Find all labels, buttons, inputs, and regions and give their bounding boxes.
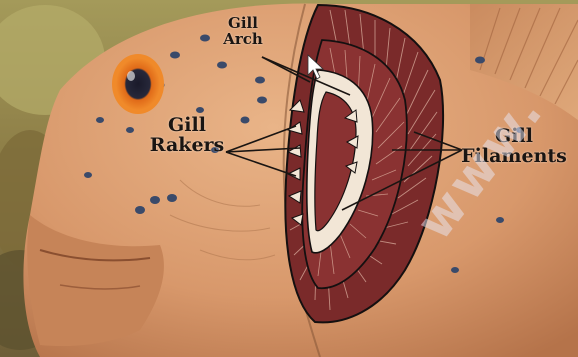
- fish-eye: [112, 54, 164, 114]
- gill-rakers-label: Gill Rakers: [144, 116, 230, 156]
- gill-rakers-label-line-2: Rakers: [144, 136, 230, 156]
- gill-rakers-label-line-1: Gill: [144, 116, 230, 136]
- gill-arch-label: Gill Arch: [214, 16, 272, 48]
- gill-arch-label-line-2: Arch: [214, 32, 272, 48]
